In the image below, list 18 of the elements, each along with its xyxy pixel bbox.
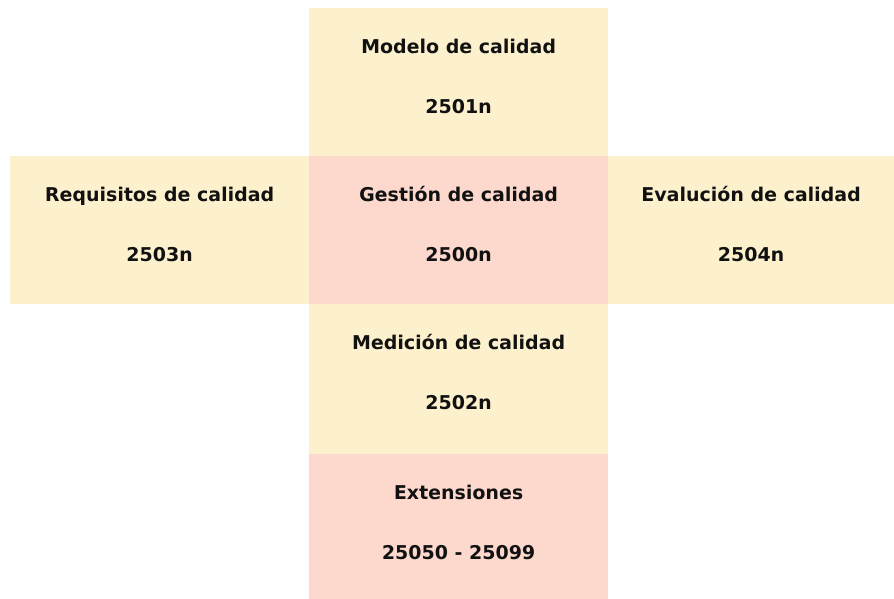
box-heading: Gestión de calidad xyxy=(359,184,558,206)
standard-number: 2504n xyxy=(718,244,784,266)
standard-number: 2503n xyxy=(126,244,193,266)
box-heading: Requisitos de calidad xyxy=(44,184,274,206)
category-box xyxy=(309,8,608,156)
standard-number: 2500n xyxy=(425,244,492,266)
standard-number: 2502n xyxy=(425,392,492,414)
category-box xyxy=(608,156,894,304)
box-heading: Extensiones xyxy=(394,482,524,504)
box-heading: Evalución de calidad xyxy=(641,184,861,206)
category-box xyxy=(309,454,608,599)
category-box xyxy=(309,156,608,304)
category-box xyxy=(10,156,309,304)
standard-number: 2501n xyxy=(425,96,492,118)
box-heading: Modelo de calidad xyxy=(361,36,556,58)
category-box xyxy=(309,304,608,454)
standard-number: 25050 - 25099 xyxy=(382,542,536,564)
box-heading: Medición de calidad xyxy=(352,332,566,354)
